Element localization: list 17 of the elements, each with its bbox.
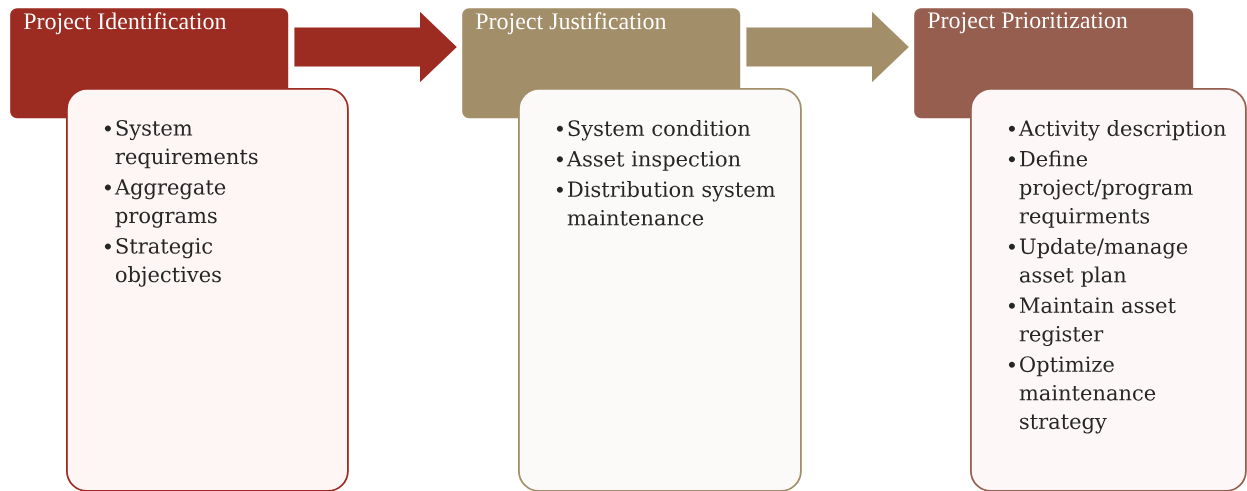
bullet-item: Activity description	[1018, 119, 1226, 141]
bullet-item: Distribution system maintenance	[567, 180, 775, 226]
bullet-item: Maintain asset register	[1019, 297, 1176, 346]
bullet-item: Optimize maintenance strategy	[1019, 356, 1156, 434]
bullet-item: Update/manage asset plan	[1019, 237, 1188, 287]
bullet-item: Asset inspection	[566, 150, 741, 171]
bullet-list-box	[970, 88, 1247, 491]
bullet-item: System condition	[568, 119, 751, 141]
bullet-item: Strategic objectives	[115, 237, 221, 287]
bullet-list-box	[66, 88, 349, 491]
header-title: Project Justification	[475, 12, 667, 35]
bullet-item: Aggregate programs	[114, 179, 226, 228]
header-title: Project Identification	[23, 12, 227, 35]
bullet-item: Define project/program requirments	[1019, 150, 1193, 228]
bullet-item: System requirements	[115, 119, 258, 169]
header-title: Project Prioritization	[927, 12, 1128, 34]
bullet-list-box	[518, 88, 802, 491]
